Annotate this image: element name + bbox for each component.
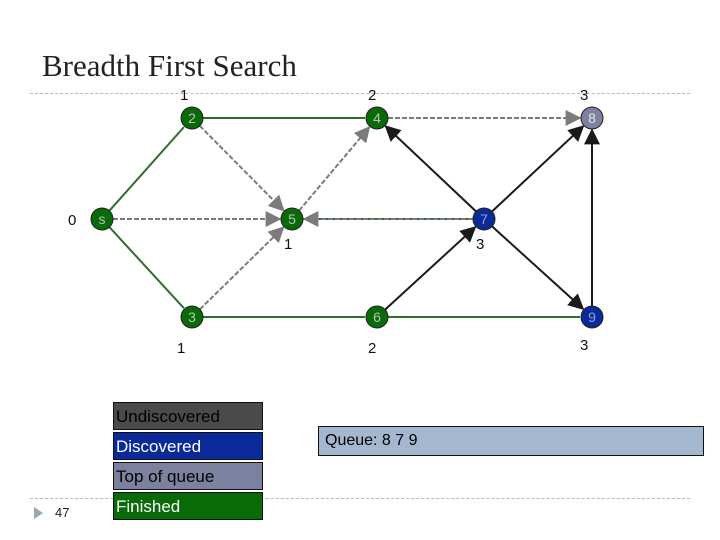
node-n7-circle	[472, 207, 496, 231]
node-n6: 6	[365, 305, 389, 329]
queue-label: Queue: 8 7 9	[325, 432, 418, 449]
legend-discovered-label: Discovered	[116, 437, 202, 456]
node-n4-label: 4	[373, 110, 381, 126]
node-n4: 4	[365, 106, 389, 130]
distance-label-s: 0	[68, 212, 76, 229]
node-s-circle	[90, 207, 114, 231]
node-n9: 9	[580, 305, 604, 329]
distance-label-n3: 1	[177, 340, 185, 357]
legend-discovered: Discovered	[113, 432, 263, 460]
node-n6-label: 6	[373, 309, 381, 325]
node-n7: 7	[472, 207, 496, 231]
slide-title: Breadth First Search	[42, 48, 297, 83]
distance-label-n5: 1	[284, 236, 292, 253]
node-n2-label: 2	[188, 110, 196, 126]
slide-number: 47	[55, 505, 70, 520]
edge-s-n2	[108, 126, 185, 212]
node-n5-circle	[280, 207, 304, 231]
legend-top-of-queue: Top of queue	[113, 462, 263, 490]
node-n4-circle	[365, 106, 389, 130]
legend-undiscovered: Undiscovered	[113, 402, 263, 430]
edge-n3-n5	[199, 226, 285, 311]
node-n9-circle	[580, 305, 604, 329]
node-n8: 8	[580, 106, 604, 130]
distance-label-n8: 3	[580, 87, 588, 104]
node-n7-label: 7	[480, 211, 488, 227]
edge-n2-n5	[198, 125, 285, 212]
node-s: s	[90, 207, 114, 231]
edge-n6-n7	[384, 226, 477, 311]
distance-label-n2: 1	[180, 87, 188, 104]
node-n3-label: 3	[188, 309, 196, 325]
node-s-label: s	[99, 211, 106, 227]
footer-divider	[30, 498, 690, 499]
node-n2-circle	[180, 106, 204, 130]
edge-n7-n9	[491, 225, 585, 310]
edge-s-n3	[108, 226, 185, 309]
edge-n7-n8	[491, 125, 585, 213]
legend-undiscovered-label: Undiscovered	[116, 407, 220, 426]
node-n8-label: 8	[588, 110, 596, 126]
node-n3: 3	[180, 305, 204, 329]
header-divider	[30, 93, 690, 94]
node-n5-label: 5	[288, 211, 296, 227]
legend-top-of-queue-label: Top of queue	[116, 467, 215, 486]
queue-panel: Queue: 8 7 9	[318, 426, 704, 456]
distance-label-n9: 3	[580, 337, 588, 354]
distance-label-n6: 2	[368, 340, 376, 357]
node-n5: 5	[280, 207, 304, 231]
slide-bullet-arrow-icon	[34, 507, 43, 519]
legend-finished-label: Finished	[116, 497, 181, 516]
distance-label-n4: 2	[368, 87, 376, 104]
distance-label-n7: 3	[476, 236, 484, 253]
legend-finished: Finished	[113, 492, 263, 520]
node-n6-circle	[365, 305, 389, 329]
node-n2: 2	[180, 106, 204, 130]
edge-n7-n4	[384, 125, 477, 213]
node-n3-circle	[180, 305, 204, 329]
node-n9-label: 9	[588, 309, 596, 325]
node-n8-circle	[580, 106, 604, 130]
edge-n5-n4	[298, 125, 371, 212]
